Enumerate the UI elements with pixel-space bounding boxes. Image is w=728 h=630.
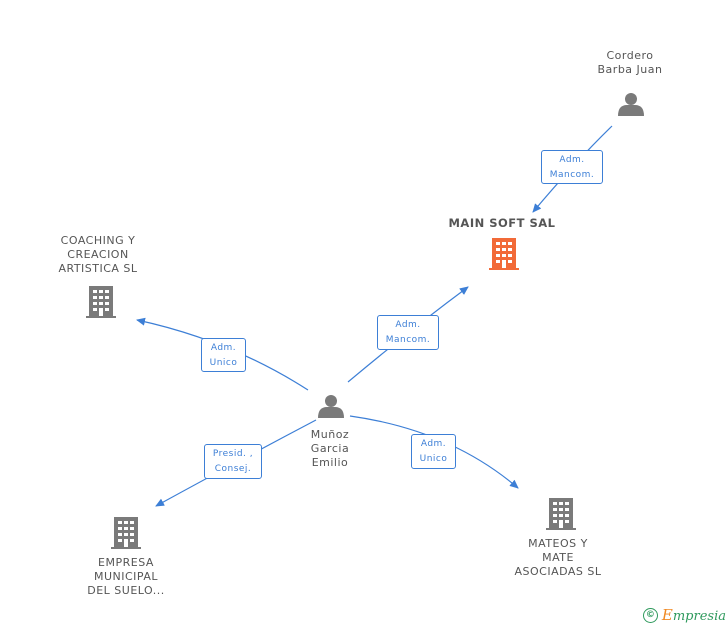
node-label-main-soft[interactable]: MAIN SOFT SAL xyxy=(448,216,556,230)
person-icon[interactable] xyxy=(318,395,344,418)
role-box-munoz-empresa[interactable]: Presid. , Consej. xyxy=(204,444,262,479)
role-box-munoz-main-soft[interactable]: Adm. Mancom. xyxy=(377,315,439,350)
brand-logo[interactable]: Empresia xyxy=(661,606,726,624)
node-label-cordero[interactable]: Cordero Barba Juan xyxy=(597,49,663,76)
role-box-munoz-mateos[interactable]: Adm. Unico xyxy=(411,434,456,469)
node-label-mateos[interactable]: MATEOS Y MATE ASOCIADAS SL xyxy=(514,537,602,578)
building-icon[interactable] xyxy=(546,498,576,530)
node-label-munoz[interactable]: Muñoz Garcia Emilio xyxy=(310,428,350,469)
person-icon[interactable] xyxy=(618,93,644,116)
brand-footer: © Empresia xyxy=(642,606,726,624)
building-icon[interactable] xyxy=(111,517,141,549)
node-label-coaching[interactable]: COACHING Y CREACION ARTISTICA SL xyxy=(58,234,138,275)
node-label-empresa[interactable]: EMPRESA MUNICIPAL DEL SUELO... xyxy=(87,556,165,597)
copyright-icon: © xyxy=(642,607,658,623)
building-icon[interactable] xyxy=(86,286,116,318)
role-box-munoz-coaching[interactable]: Adm. Unico xyxy=(201,338,246,372)
building-icon[interactable] xyxy=(489,238,519,270)
role-box-cordero-main-soft[interactable]: Adm. Mancom. xyxy=(541,150,603,184)
